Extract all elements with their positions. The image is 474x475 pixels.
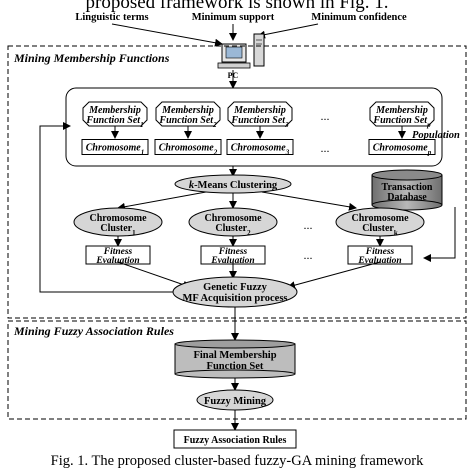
fitness-group: FitnessEvaluationFitnessEvaluationFitnes… (85, 245, 413, 266)
mf-set-octagon-4 (369, 101, 435, 127)
input-minimum-confidence: Minimum confidence (311, 12, 407, 23)
chromosome-label-4-text: Chromosome (373, 143, 429, 154)
mf-set-octagon-1 (82, 101, 148, 127)
database-line1: Transaction (382, 182, 433, 193)
fitness-ellipsis: ... (304, 248, 313, 262)
mf-set-line2-3-text: Function Set (230, 115, 286, 126)
fitness-box-3 (347, 245, 413, 265)
chromosome-label-3-text: Chromosome (231, 143, 287, 154)
cluster-line2-1-subscript: 1 (132, 229, 136, 237)
section-mining-membership-functions (7, 45, 467, 319)
chromosome-label-4: Chromosomep (373, 143, 432, 157)
mf-set-line2-1-subscript: 1 (140, 121, 144, 129)
fuzzy-association-rules-box (173, 429, 297, 449)
cluster-line2-3-text: Cluster (362, 223, 394, 234)
mf-set-line2-1: Function Set1 (85, 115, 143, 129)
chromosome-label-1: Chromosome1 (86, 143, 145, 157)
ga-line1: Genetic Fuzzy (203, 282, 268, 293)
chromosome-box-3 (226, 139, 294, 155)
mf-set-line1-1: Membership (88, 105, 141, 116)
clusters-group: ChromosomeCluster1ChromosomeCluster2Chro… (73, 207, 425, 247)
input-minimum-support: Minimum support (192, 12, 275, 23)
page-title: proposed framework is shown in Fig. 1. (85, 0, 389, 13)
chromosome-label-3: Chromosome3 (231, 143, 290, 157)
kmeans-label: k-Means Clustering (189, 180, 278, 191)
input-linguistic-terms: Linguistic terms (75, 12, 148, 23)
section-mining-fuzzy-association-rules (7, 320, 467, 420)
final-set-line2: Function Set (207, 361, 264, 372)
computer-icon (217, 33, 265, 69)
cluster-line2-2-subscript: 2 (247, 229, 251, 237)
clusters-ellipsis: ... (304, 218, 313, 232)
mf-set-line2-1-text: Function Set (85, 115, 141, 126)
chromosome-label-1-text: Chromosome (86, 143, 142, 154)
final-set-line1: Final Membership (193, 350, 276, 361)
mf-set-line2-2: Function Set2 (158, 115, 217, 129)
population-ellipsis-top: ... (321, 109, 330, 123)
population-ellipsis-bottom: ... (321, 141, 330, 155)
mf-set-line2-3-subscript: 3 (284, 121, 289, 129)
chromosome-box-4 (368, 139, 436, 155)
mf-set-line2-4-subscript: p (426, 121, 431, 129)
cluster-line2-2: Cluster2 (215, 223, 251, 237)
mf-set-line2-3: Function Set3 (230, 115, 289, 129)
fuzzy-mining-label: Fuzzy Mining (204, 396, 267, 407)
mf-set-line2-2-subscript: 2 (212, 121, 217, 129)
mf-set-octagon-2 (155, 101, 221, 127)
chromosome-label-4-subscript: p (427, 149, 432, 157)
kmeans-rest: -Means Clustering (194, 180, 278, 191)
fitness-line1-3: Fitness (365, 247, 395, 257)
chromosome-label-2: Chromosome2 (159, 143, 218, 157)
section1-title: Mining Membership Functions (13, 51, 170, 65)
fitness-line1-2: Fitness (218, 247, 248, 257)
chromosome-box-1 (81, 139, 149, 155)
cluster-line2-3-subscript: k (394, 229, 398, 237)
cluster-line2-1-text: Cluster (100, 223, 132, 234)
chromosome-label-3-subscript: 3 (285, 149, 290, 157)
mf-set-line1-3: Membership (233, 105, 286, 116)
cluster-line2-2-text: Cluster (215, 223, 247, 234)
fitness-line2-3: Evaluation (357, 256, 401, 266)
chromosome-label-2-text: Chromosome (159, 143, 215, 154)
database-line2: Database (387, 192, 427, 203)
fitness-line2-1: Evaluation (95, 256, 139, 266)
mf-set-line2-2-text: Function Set (158, 115, 214, 126)
fitness-box-1 (85, 245, 151, 265)
cluster-line1-1: Chromosome (89, 213, 147, 224)
fitness-line2-2: Evaluation (210, 256, 254, 266)
cluster-line1-2: Chromosome (204, 213, 262, 224)
cluster-line2-3: Clusterk (362, 223, 398, 237)
section2-title: Mining Fuzzy Association Rules (13, 324, 174, 338)
mf-set-line2-4: Function Setp (372, 115, 431, 129)
chromosome-label-1-subscript: 1 (141, 149, 145, 157)
kmeans-k: k (189, 180, 195, 191)
cluster-line1-3: Chromosome (351, 213, 409, 224)
final-mf-set-node (174, 339, 296, 379)
mf-set-line2-4-text: Function Set (372, 115, 428, 126)
transaction-database-icon (371, 169, 443, 211)
ga-line2: MF Acquisition process (182, 293, 287, 304)
fitness-line1-1: Fitness (103, 247, 133, 257)
mf-set-line1-2: Membership (161, 105, 214, 116)
population-label: Population (412, 130, 460, 141)
chromosome-box-2 (154, 139, 222, 155)
mf-set-octagon-3 (227, 101, 293, 127)
output-label: Fuzzy Association Rules (184, 435, 287, 446)
chromosome-label-2-subscript: 2 (213, 149, 218, 157)
cluster-line2-1: Cluster1 (100, 223, 136, 237)
figure-caption: Fig. 1. The proposed cluster-based fuzzy… (50, 453, 424, 469)
mf-set-line1-4: Membership (375, 105, 428, 116)
